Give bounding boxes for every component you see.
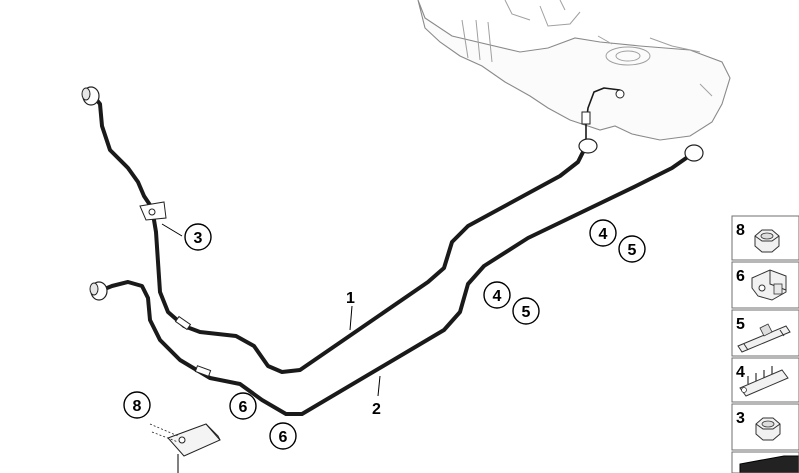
svg-text:5: 5 xyxy=(736,316,745,333)
callout-5-lower: 5 xyxy=(512,297,540,325)
line-1-label: 1 xyxy=(346,290,355,307)
legend-item-5: 5 xyxy=(731,309,799,357)
svg-text:3: 3 xyxy=(194,230,203,247)
svg-text:6: 6 xyxy=(736,268,745,285)
svg-text:4: 4 xyxy=(493,288,502,305)
parts-legend: 8 6 5 xyxy=(731,215,799,473)
callout-4-lower: 4 xyxy=(483,281,511,309)
svg-text:6: 6 xyxy=(239,399,248,416)
legend-item-6: 6 xyxy=(731,261,799,309)
holder-icon xyxy=(751,269,787,301)
item-leader-lines xyxy=(161,223,381,473)
svg-text:3: 3 xyxy=(736,410,745,427)
legend-item-3: 3 xyxy=(731,403,799,451)
legend-footer-tag xyxy=(731,451,799,473)
svg-text:6: 6 xyxy=(279,429,288,446)
callout-3: 3 xyxy=(184,223,212,251)
svg-text:5: 5 xyxy=(628,242,637,259)
fuel-tank-illustration xyxy=(417,0,731,141)
callout-6-lower: 6 xyxy=(269,422,297,450)
svg-text:8: 8 xyxy=(736,222,745,239)
tank-connector-pipe xyxy=(581,87,625,143)
callout-8: 8 xyxy=(123,391,151,419)
nut-icon xyxy=(755,417,781,441)
legend-item-8: 8 xyxy=(731,215,799,261)
nut-icon xyxy=(754,229,780,253)
svg-text:4: 4 xyxy=(599,226,608,243)
svg-text:4: 4 xyxy=(736,364,745,381)
fuel-line-1 xyxy=(81,86,598,374)
svg-text:8: 8 xyxy=(133,398,142,415)
fuel-line-2 xyxy=(89,144,704,416)
bracket-item-8 xyxy=(149,423,221,457)
svg-text:5: 5 xyxy=(522,304,531,321)
callout-4-upper: 4 xyxy=(589,219,617,247)
line-2-label: 2 xyxy=(372,401,381,418)
multi-clip-icon xyxy=(739,366,789,397)
callout-6-upper: 6 xyxy=(229,392,257,420)
clip-icon xyxy=(737,323,791,353)
callout-5-upper: 5 xyxy=(618,235,646,263)
legend-item-4: 4 xyxy=(731,357,799,403)
